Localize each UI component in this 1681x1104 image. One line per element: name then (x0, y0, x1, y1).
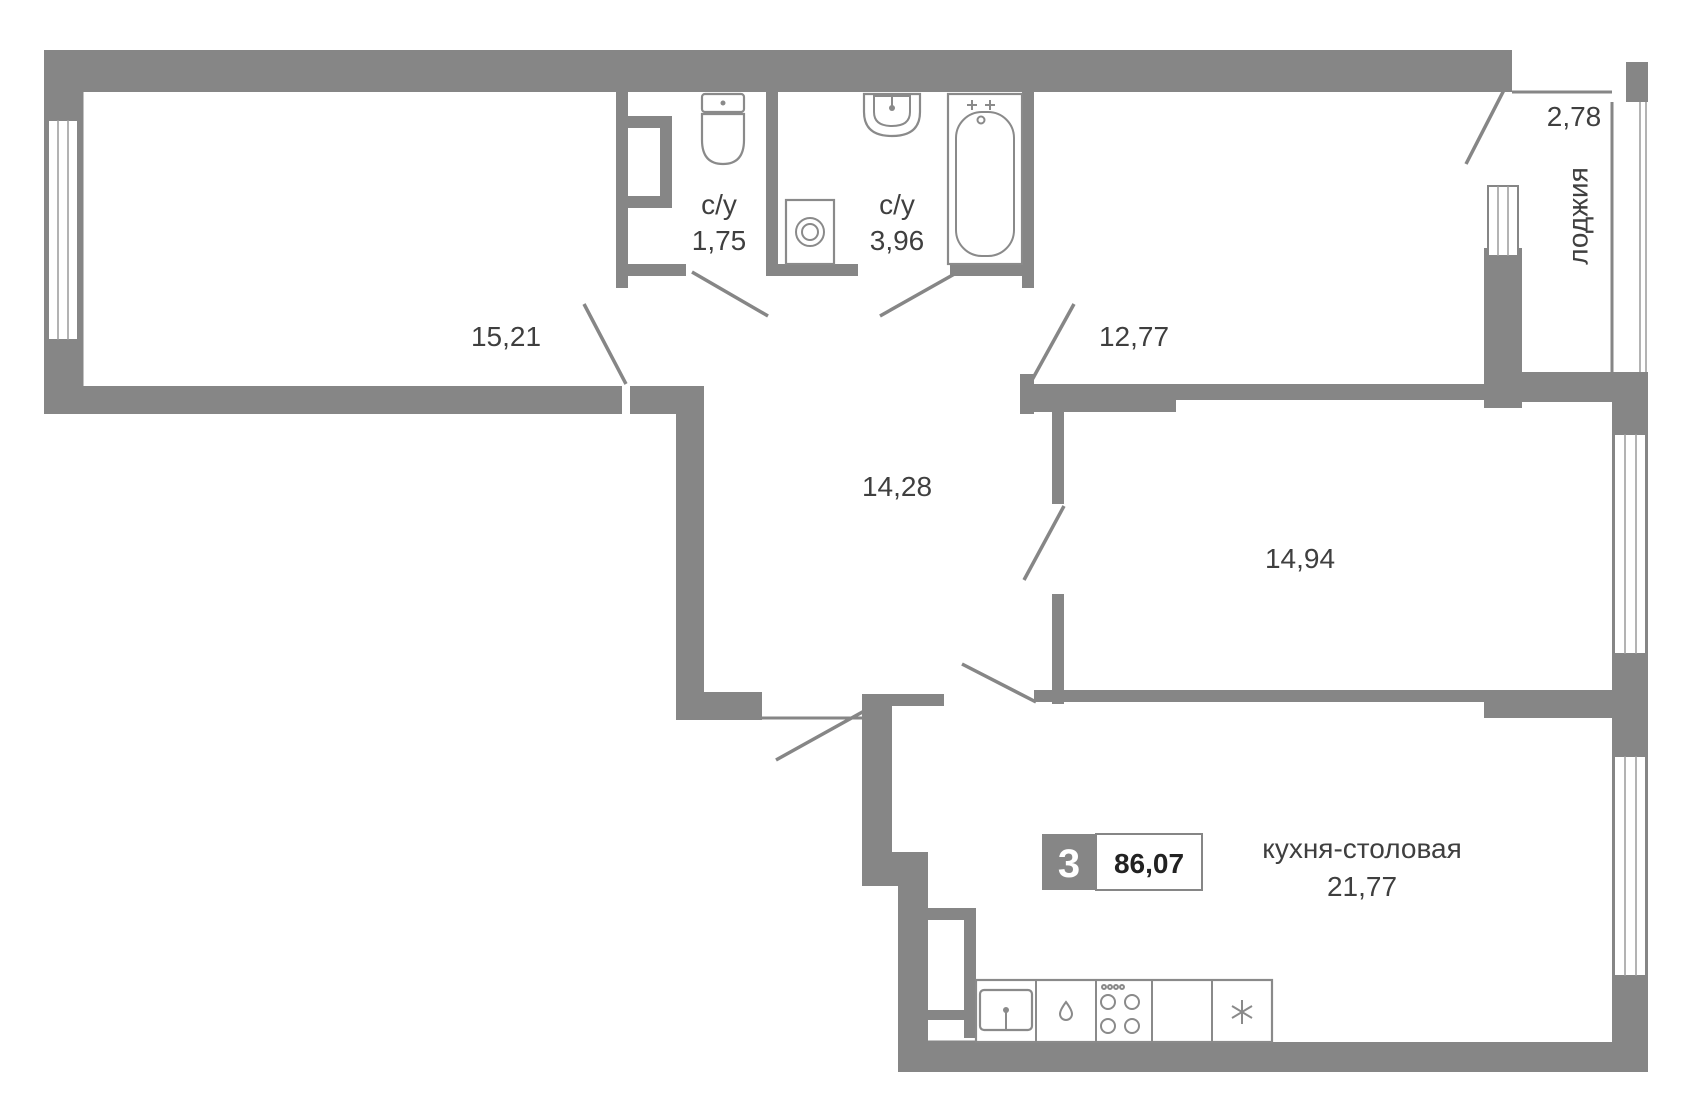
washbasin-icon (862, 92, 922, 138)
kitchen-niche-right (964, 908, 976, 1038)
door-wc-small (691, 270, 769, 318)
kitchen-left-wall-lower (898, 852, 928, 1072)
kitchen-left-wall-upper (862, 694, 892, 854)
wc-left-wall (616, 92, 628, 288)
sink-icon (978, 988, 1034, 1032)
kitchen-area: 21,77 (1327, 871, 1397, 902)
bedroom-left-area: 15,21 (471, 321, 541, 352)
room-12-bottom-wall (1020, 384, 1620, 400)
badge-rooms-box (1042, 834, 1096, 890)
badge-total-area: 86,07 (1114, 848, 1184, 879)
window-loggia (1639, 102, 1647, 372)
wc-shelf-bottom (628, 196, 672, 208)
kitchen-counter (974, 978, 1274, 1044)
freezer-icon (1231, 1000, 1253, 1024)
loggia-name: лоджия (1562, 167, 1593, 264)
doors (582, 89, 1506, 762)
window-loggia-door (1487, 185, 1519, 257)
loggia-right-cap (1626, 62, 1648, 102)
walls (44, 50, 1648, 1072)
bedroom-right-area: 14,94 (1265, 543, 1335, 574)
stove-icon (1100, 984, 1140, 1034)
fixtures (700, 92, 1274, 1044)
kitchen-top-wall (1034, 690, 1612, 702)
kitchen-top-stub (862, 694, 944, 706)
loggia-inner-wall (1484, 248, 1522, 408)
kitchen-name: кухня-столовая (1262, 833, 1462, 864)
door-bedroom-1277 (1030, 303, 1076, 381)
loggia-area: 2,78 (1547, 101, 1602, 132)
bedroom-top-right-area: 12,77 (1099, 321, 1169, 352)
kitchen-top-wall-right (1484, 690, 1612, 718)
washing-machine-icon (784, 198, 836, 266)
door-bedroom-left (582, 303, 628, 385)
wc-bath-area: 3,96 (870, 225, 925, 256)
wc-bath-bottom-right (950, 264, 1022, 276)
wc-small-name: с/у (701, 189, 737, 220)
kitchen-bottom-wall (898, 1042, 1648, 1072)
door-wc-bath (879, 270, 959, 318)
top-wall (44, 50, 1512, 92)
wc-bath-right-wall (1022, 92, 1034, 288)
windows (47, 102, 1647, 977)
bathtub-icon (946, 92, 1024, 266)
wc-small-area: 1,75 (692, 225, 747, 256)
dishwasher-icon (1058, 1000, 1074, 1021)
wc-divider-wall (766, 92, 778, 276)
hall-right-stub-top (1020, 374, 1034, 414)
hall-area: 14,28 (862, 471, 932, 502)
window-right-upper (1613, 433, 1647, 655)
door-entrance (775, 708, 867, 762)
window-right-lower (1613, 755, 1647, 977)
apartment-badge: 3 86,07 (1042, 833, 1203, 891)
room-1494-left-wall-upper (1052, 412, 1064, 504)
room-labels: 15,21 с/у 1,75 с/у 3,96 12,77 2,78 лоджи… (471, 101, 1601, 902)
hall-bottom-stub (676, 692, 762, 720)
wc-bath-bottom-left (778, 264, 858, 276)
toilet-icon (700, 92, 746, 166)
left-room-bottom-wall (44, 386, 622, 414)
wc-bath-name: с/у (879, 189, 915, 220)
hall-left-wall (676, 386, 704, 720)
window-left (47, 119, 79, 341)
room-1494-left-wall-lower (1052, 594, 1064, 704)
kitchen-niche-bottom (928, 1010, 976, 1020)
door-loggia (1464, 89, 1506, 165)
badge-area-box (1095, 833, 1203, 891)
wc-small-bottom-wall (628, 264, 686, 276)
wc-shelf-right (660, 116, 672, 208)
door-bedroom-1494 (1022, 505, 1066, 581)
door-kitchen (961, 662, 1037, 704)
badge-rooms-count: 3 (1058, 842, 1080, 886)
